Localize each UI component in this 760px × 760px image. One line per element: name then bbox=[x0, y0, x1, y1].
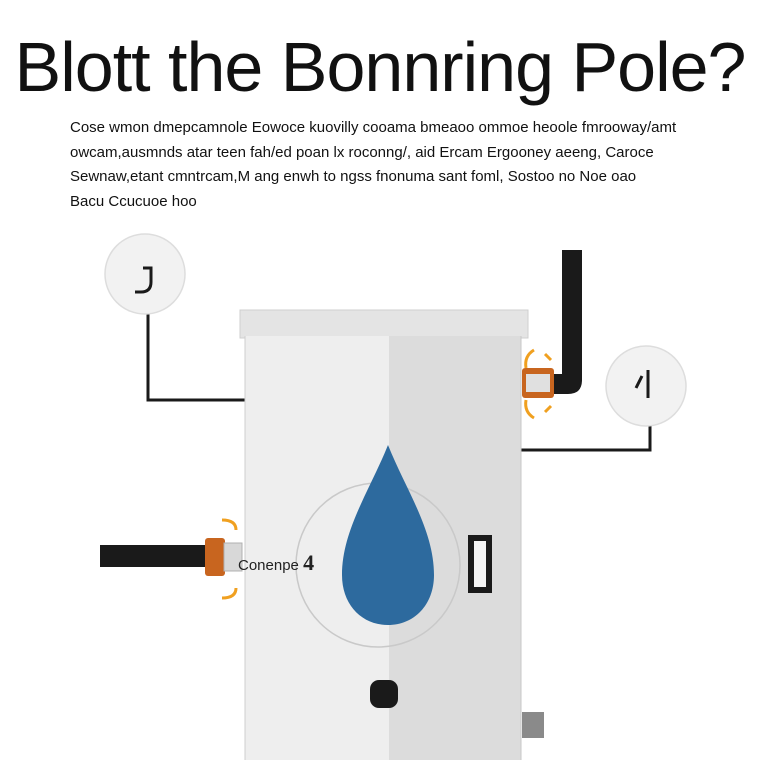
tank-lid bbox=[239, 309, 529, 339]
pressure-gauge-icon bbox=[605, 345, 687, 427]
outlet-label: Conenpe 4 bbox=[238, 550, 314, 576]
valve-fitting-icon bbox=[522, 348, 554, 420]
control-slot-inner bbox=[474, 541, 486, 587]
description-paragraph: Cose wmon dmepcamnole Eowoce kuovilly co… bbox=[70, 116, 710, 214]
outlet-label-number: 4 bbox=[303, 550, 315, 575]
description-line: owcam,ausmnds atar teen fah/ed poan lx r… bbox=[70, 143, 654, 161]
water-drop-icon bbox=[342, 445, 434, 625]
pressure-gauge-icon bbox=[104, 233, 186, 315]
left-outlet-pipe bbox=[100, 545, 210, 567]
right-inlet-pipe bbox=[545, 250, 582, 394]
description-line: Cose wmon dmepcamnole Eowoce kuovilly co… bbox=[70, 119, 677, 136]
description-line: Sewnaw,etant cmntrcam,M ang enwh to ngss… bbox=[70, 168, 637, 185]
valve-fitting-icon bbox=[205, 518, 243, 600]
outlet-label-text: Conenpe bbox=[238, 557, 299, 574]
power-button-icon[interactable] bbox=[370, 680, 398, 708]
description-line: Bacu Ccucuoe hoo bbox=[70, 192, 197, 210]
drain-valve bbox=[522, 712, 544, 738]
page-title: Blott the Bonnring Pole? bbox=[14, 28, 747, 106]
left-sensor-wire bbox=[146, 305, 246, 402]
